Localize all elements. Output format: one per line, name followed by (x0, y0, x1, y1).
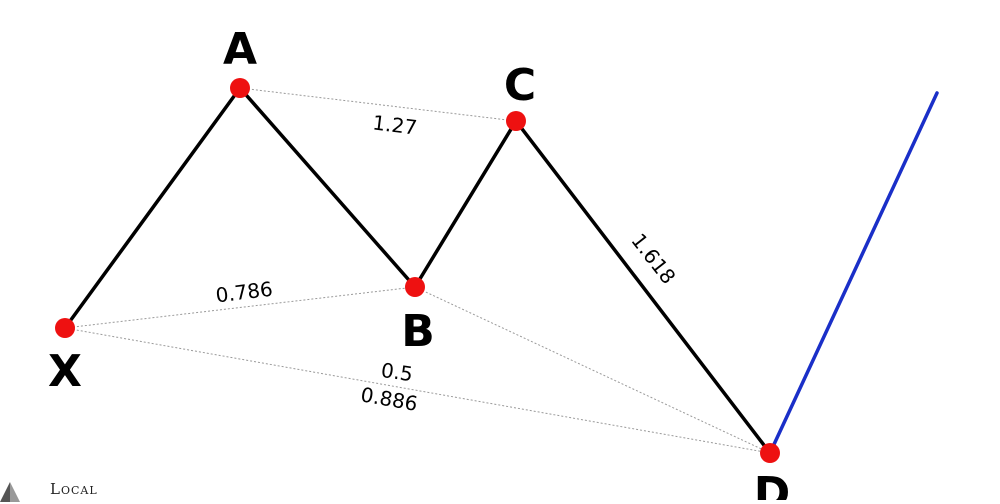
point-label-c: C (504, 60, 536, 111)
leg-a-b (238, 86, 417, 289)
ratio-label-cd: 1.618 (626, 229, 680, 289)
leg-c-d (514, 119, 772, 455)
ratio-label-bd: 0.5 (380, 358, 415, 386)
pivot-d (760, 443, 780, 463)
pivot-x (55, 318, 75, 338)
leg-x-a (63, 86, 242, 330)
guide-line-x-d (64, 327, 771, 454)
pivot-a (230, 78, 250, 98)
reversal-line (768, 91, 939, 455)
brand-logo: Local (0, 480, 98, 504)
ratio-label-ac: 1.27 (371, 110, 418, 139)
guide-line-x-b (64, 286, 416, 329)
guide-line-b-d (414, 286, 771, 454)
pivot-c (506, 111, 526, 131)
logo-text: Local (50, 480, 98, 498)
pyramid-logo-icon (0, 482, 20, 502)
ratio-label-xd: 0.886 (359, 382, 420, 416)
point-label-a: A (223, 24, 257, 75)
point-label-x: X (48, 346, 82, 397)
ratio-label-xb: 0.786 (214, 277, 274, 308)
leg-b-c (413, 119, 518, 289)
pivot-b (405, 277, 425, 297)
point-label-d: D (754, 468, 791, 500)
point-label-b: B (401, 306, 435, 357)
